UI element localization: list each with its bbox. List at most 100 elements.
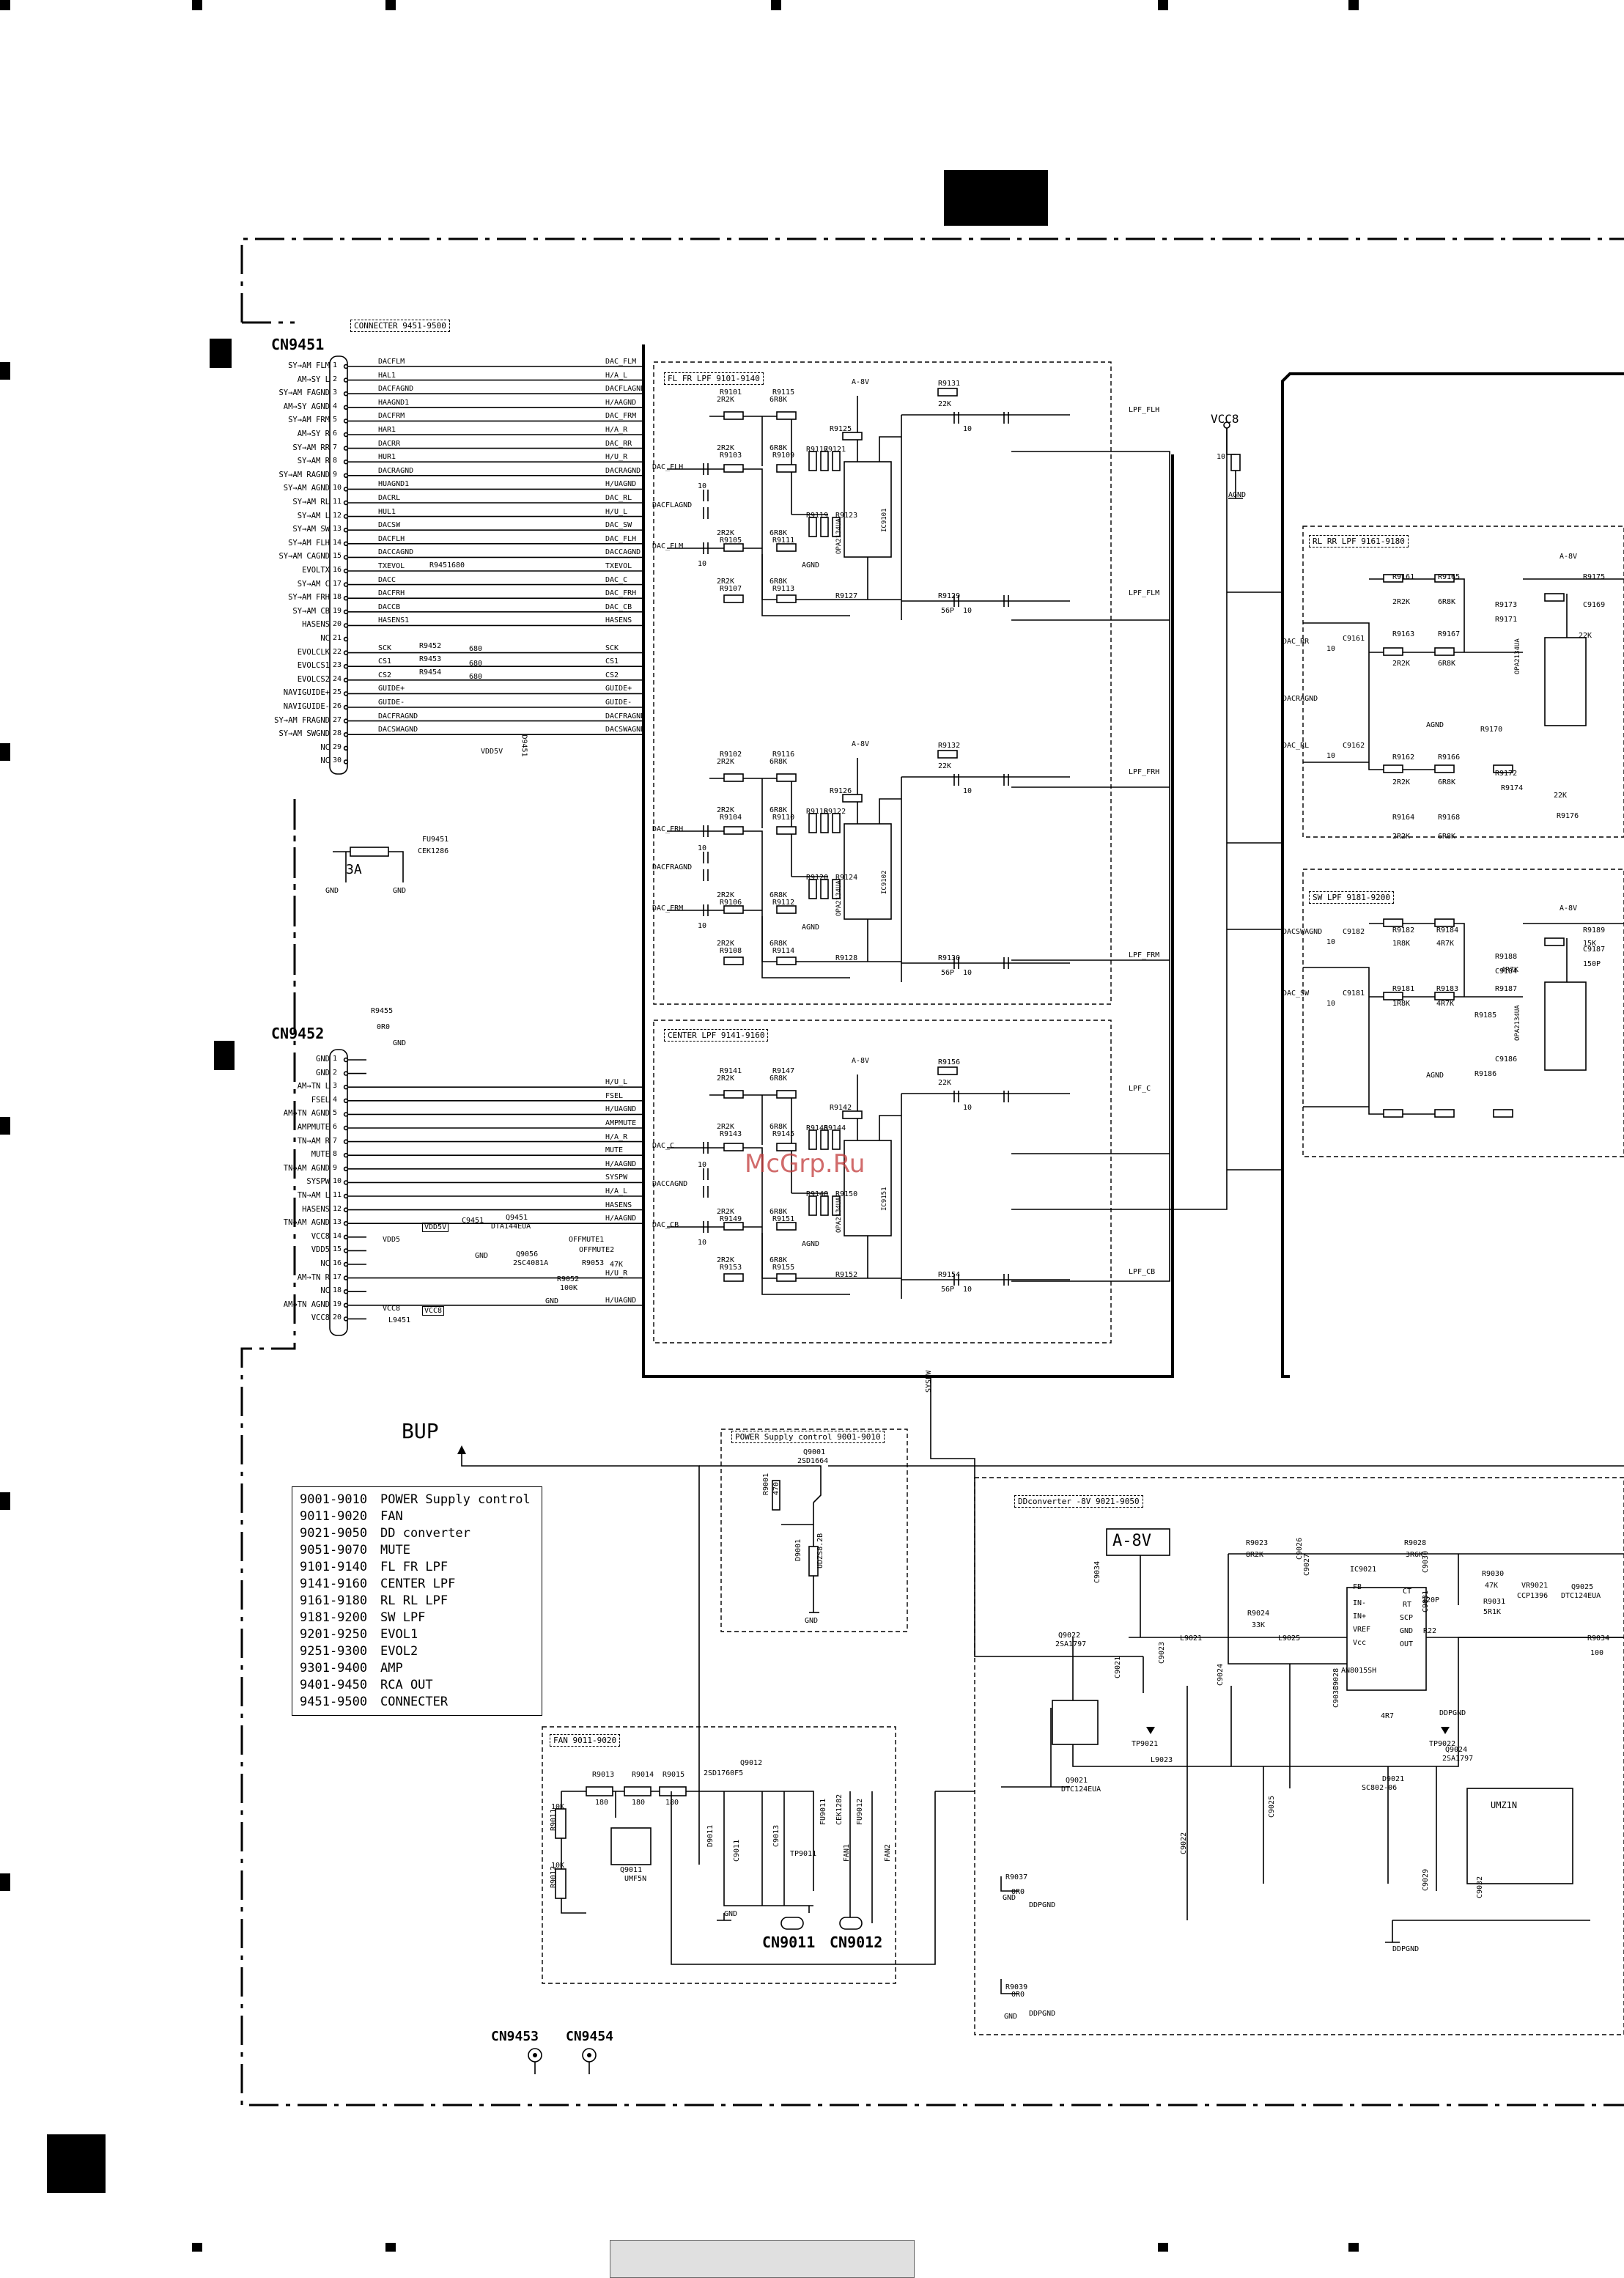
- schematic-text: R9105: [720, 537, 742, 545]
- schematic-text: DACSWAGND: [1282, 928, 1323, 936]
- rl-rr-box-label: RL RR LPF 9161-9180: [1309, 535, 1409, 548]
- schematic-text: 6R8K: [769, 578, 788, 586]
- schematic-text: DAC_SW: [1282, 989, 1310, 998]
- legend-desc: DD converter: [380, 1526, 470, 1541]
- power-supply-detail: [699, 1465, 1624, 1613]
- schematic-text: 13: [333, 1218, 342, 1227]
- rear-board-boundary: [1281, 372, 1624, 1378]
- sw-lpf-box: [1302, 869, 1624, 1157]
- schematic-text: R9144: [824, 1124, 846, 1132]
- schematic-text: 6R8K: [769, 806, 788, 814]
- schematic-text: TP9011: [790, 1850, 817, 1858]
- schematic-text: L9023: [1151, 1756, 1173, 1764]
- schematic-text: VREF: [1353, 1626, 1371, 1634]
- schematic-text: R9182: [1392, 926, 1415, 935]
- fuse-rating: 3A: [346, 862, 362, 877]
- legend-desc: EVOL1: [380, 1627, 418, 1642]
- schematic-text: 10: [333, 484, 342, 493]
- schematic-text: 8: [333, 1150, 338, 1159]
- cn9451-wires: [343, 364, 642, 764]
- cn9452-body: [329, 1049, 348, 1336]
- schematic-text: 180: [632, 1799, 646, 1807]
- schematic-text: HUR1: [378, 453, 396, 462]
- schematic-text: 10: [1326, 938, 1336, 946]
- schematic-text: 4R7K: [1501, 966, 1519, 974]
- schematic-text: 2R2K: [717, 529, 735, 537]
- schematic-text: R9053: [582, 1259, 605, 1267]
- legend-range: 9001-9010: [300, 1492, 368, 1507]
- schematic-text: 4: [333, 402, 338, 410]
- schematic-text: DDPGND: [1439, 1709, 1466, 1717]
- schematic-text: R9132: [938, 742, 961, 750]
- schematic-text: 10: [698, 844, 707, 852]
- schematic-text: Q9024: [1445, 1746, 1468, 1754]
- schematic-text: TN→AM R: [297, 1136, 330, 1146]
- schematic-text: 4R7: [1381, 1712, 1395, 1720]
- schematic-text: RT: [1403, 1601, 1412, 1609]
- schematic-text: 4R7K: [1436, 940, 1455, 948]
- schematic-text: 1R8K: [1392, 940, 1411, 948]
- schematic-text: HAR1: [378, 426, 396, 434]
- schematic-text: DAC_RL: [1282, 742, 1310, 750]
- schematic-text: 3: [333, 388, 338, 397]
- schematic-text: 56P: [941, 607, 955, 615]
- schematic-text: 25: [333, 688, 342, 697]
- schematic-text: C9033: [1332, 1685, 1340, 1708]
- schematic-text: 2R2K: [717, 578, 735, 586]
- schematic-text: R9146: [806, 1124, 829, 1132]
- schematic-text: NC: [320, 742, 330, 752]
- bup-arrow: [457, 1445, 700, 1865]
- schematic-text: DAC_C: [605, 575, 628, 584]
- schematic-text: 680: [469, 645, 483, 653]
- schematic-text: Q9001: [803, 1448, 826, 1456]
- connecter-box-label: CONNECTER 9451-9500: [350, 320, 450, 332]
- schematic-text: R9114: [772, 947, 795, 955]
- schematic-text: NC: [320, 756, 330, 766]
- schematic-text: DACRR: [378, 439, 401, 448]
- schematic-text: AGND: [1426, 721, 1444, 729]
- schematic-text: 10: [963, 787, 972, 795]
- schematic-text: DAC_CB: [652, 1221, 679, 1229]
- schematic-text: GND: [316, 1068, 330, 1077]
- cn9451-label: CN9451: [271, 336, 325, 353]
- schematic-text: 100: [1590, 1649, 1604, 1657]
- schematic-text: R9172: [1495, 770, 1518, 778]
- schematic-text: Q9012: [740, 1759, 763, 1767]
- schematic-text: TN→AM L: [297, 1191, 330, 1200]
- schematic-text: VCC8: [311, 1313, 330, 1323]
- schematic-text: C9034: [1093, 1560, 1101, 1583]
- schematic-text: TP9022: [1429, 1740, 1456, 1748]
- schematic-text: 47K: [610, 1261, 624, 1269]
- schematic-text: TXEVOL: [605, 562, 632, 570]
- schematic-text: DACFLAGND: [652, 501, 693, 509]
- schematic-text: 6R8K: [769, 396, 788, 404]
- schematic-text: 10: [1326, 645, 1336, 653]
- schematic-text: R9145: [772, 1130, 795, 1138]
- schematic-text: R9011: [550, 1808, 558, 1831]
- schematic-text: 7: [333, 443, 338, 451]
- schematic-text: CCP1396: [1517, 1592, 1549, 1600]
- schematic-text: R9116: [772, 751, 795, 759]
- schematic-text: 6R8K: [769, 940, 788, 948]
- schematic-text: DACRAGND: [1282, 695, 1318, 703]
- schematic-text: C9451: [462, 1217, 484, 1225]
- schematic-text: AGND: [802, 924, 820, 932]
- schematic-text: H/A_R: [605, 426, 628, 434]
- schematic-text: DACSWAGND: [378, 726, 418, 734]
- schematic-text: AGND: [1426, 1072, 1444, 1080]
- schematic-text: R9015: [662, 1771, 685, 1779]
- schematic-text: R9163: [1392, 630, 1415, 638]
- schematic-text: AM→SY R: [297, 430, 330, 438]
- registration-marks: [0, 0, 1359, 2252]
- schematic-text: A-8V: [852, 378, 870, 386]
- schematic-text: 6R8K: [1438, 598, 1456, 606]
- schematic-text: 12: [333, 1204, 342, 1213]
- schematic-text: 1R8K: [1392, 1000, 1411, 1008]
- power-supply-box: [720, 1429, 908, 1632]
- schematic-text: 2R2K: [717, 444, 735, 452]
- schematic-text: 15: [333, 552, 342, 561]
- center-lpf-box: [653, 1020, 1112, 1343]
